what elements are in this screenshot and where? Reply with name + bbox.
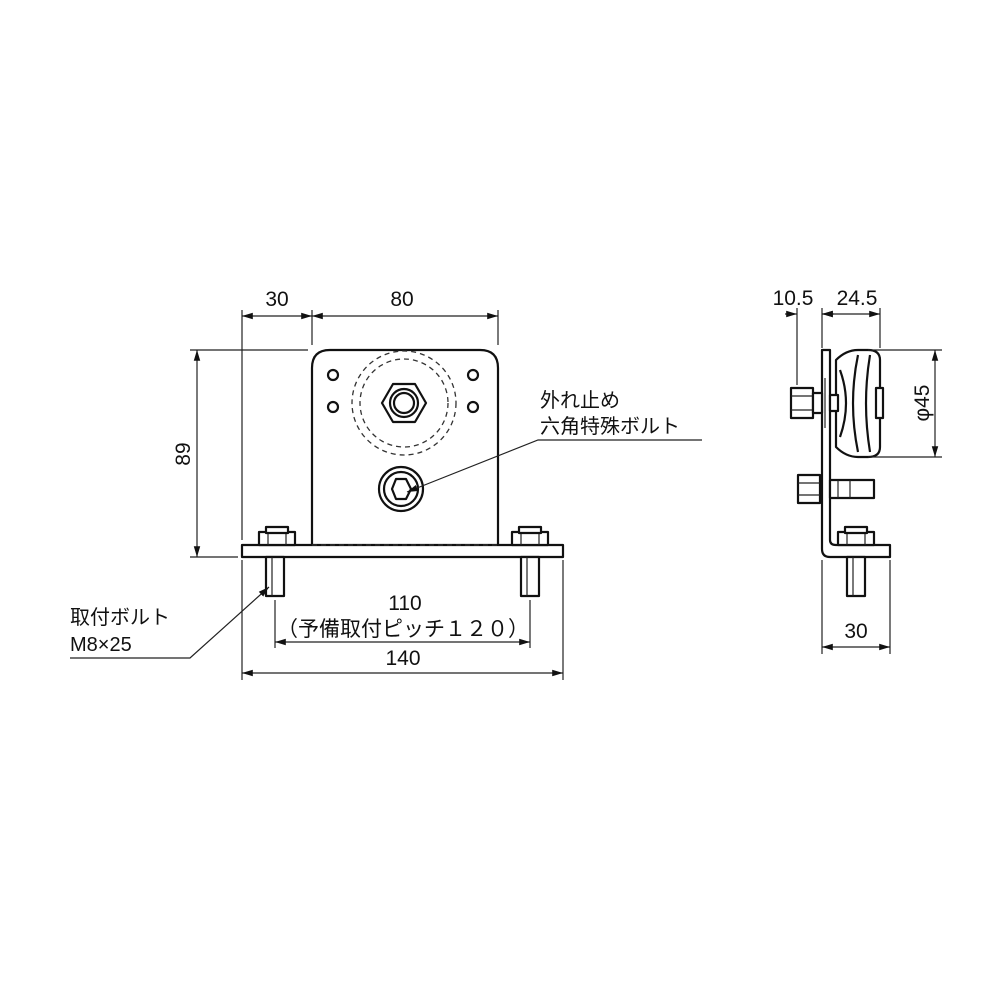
dim-height-label: 89 <box>172 442 195 465</box>
dim-top-label: 80 <box>390 288 413 311</box>
dim-width-label: 140 <box>385 647 420 670</box>
side-wheel <box>834 348 885 459</box>
dim-wheel-width-label: 24.5 <box>837 287 878 310</box>
callout-stopper-line2: 六角特殊ボルト <box>540 415 680 438</box>
plate-hole <box>466 368 480 382</box>
axle-end <box>392 391 416 415</box>
dim-left-label: 30 <box>265 288 288 311</box>
dim-base-label: 30 <box>844 620 867 643</box>
callout-bolt-line1: 取付ボルト <box>70 606 170 629</box>
stopper-bolt-head <box>382 470 420 508</box>
right-mounting-bolt <box>510 525 550 598</box>
side-axle-bolt <box>789 378 840 428</box>
leader-stopper-bolt <box>406 439 702 493</box>
side-mounting-bolt <box>836 525 876 598</box>
dim-pitch-note: （予備取付ピッチ１２０） <box>277 618 529 641</box>
callout-stopper-line1: 外れ止め <box>540 389 620 412</box>
plate-hole <box>466 400 480 414</box>
dim-pitch-label: 110 <box>388 592 421 615</box>
front-view: 30 80 89 110 （予備取付ピッチ１２０） 140 外れ止め 六角特殊ボ… <box>70 288 702 680</box>
side-view: 10.5 24.5 φ45 30 <box>773 287 942 654</box>
plate-hole <box>326 368 340 382</box>
wheel-outline-hidden <box>351 350 457 456</box>
dim-diameter-label: φ45 <box>911 385 934 422</box>
wheel-groove-hidden <box>359 358 449 448</box>
callout-bolt-line2: M8×25 <box>70 634 132 656</box>
base-plate <box>240 543 565 559</box>
leader-mounting-bolt <box>70 586 270 659</box>
plate-hole <box>326 400 340 414</box>
side-stopper-bolt <box>796 473 876 505</box>
left-mounting-bolt <box>257 525 297 598</box>
dim-offset-label: 10.5 <box>773 287 814 310</box>
side-bracket <box>820 348 892 559</box>
